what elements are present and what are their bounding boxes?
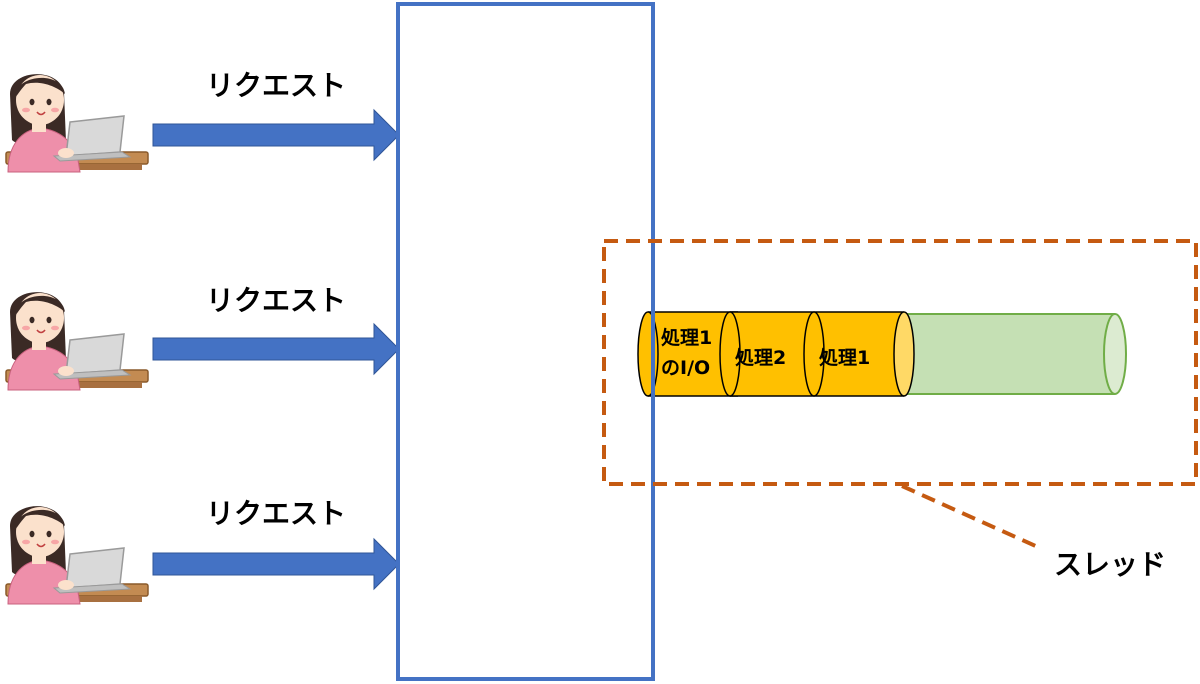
server-box xyxy=(396,2,655,681)
request-label-2: リクエスト xyxy=(206,284,346,317)
process-label-io-line2: のI/O xyxy=(661,357,710,379)
thread-connector-line xyxy=(901,484,1041,550)
user-1-illustration xyxy=(5,73,149,173)
process-segment-2 xyxy=(719,311,814,397)
process-label-io-line1: 処理1 xyxy=(661,326,712,349)
request-arrow-1 xyxy=(152,108,400,162)
request-arrow-3 xyxy=(152,537,400,591)
process-label-1: 処理1 xyxy=(819,346,870,369)
user-2-illustration xyxy=(5,291,149,391)
thread-label: スレッド xyxy=(1054,548,1166,581)
user-3-illustration xyxy=(5,505,149,605)
request-label-3: リクエスト xyxy=(206,497,346,530)
process-segment-1 xyxy=(803,311,915,397)
request-arrow-2 xyxy=(152,322,400,376)
request-label-1: リクエスト xyxy=(206,69,346,102)
thread-dashed-box xyxy=(602,239,1198,486)
process-label-2: 処理2 xyxy=(735,346,786,369)
